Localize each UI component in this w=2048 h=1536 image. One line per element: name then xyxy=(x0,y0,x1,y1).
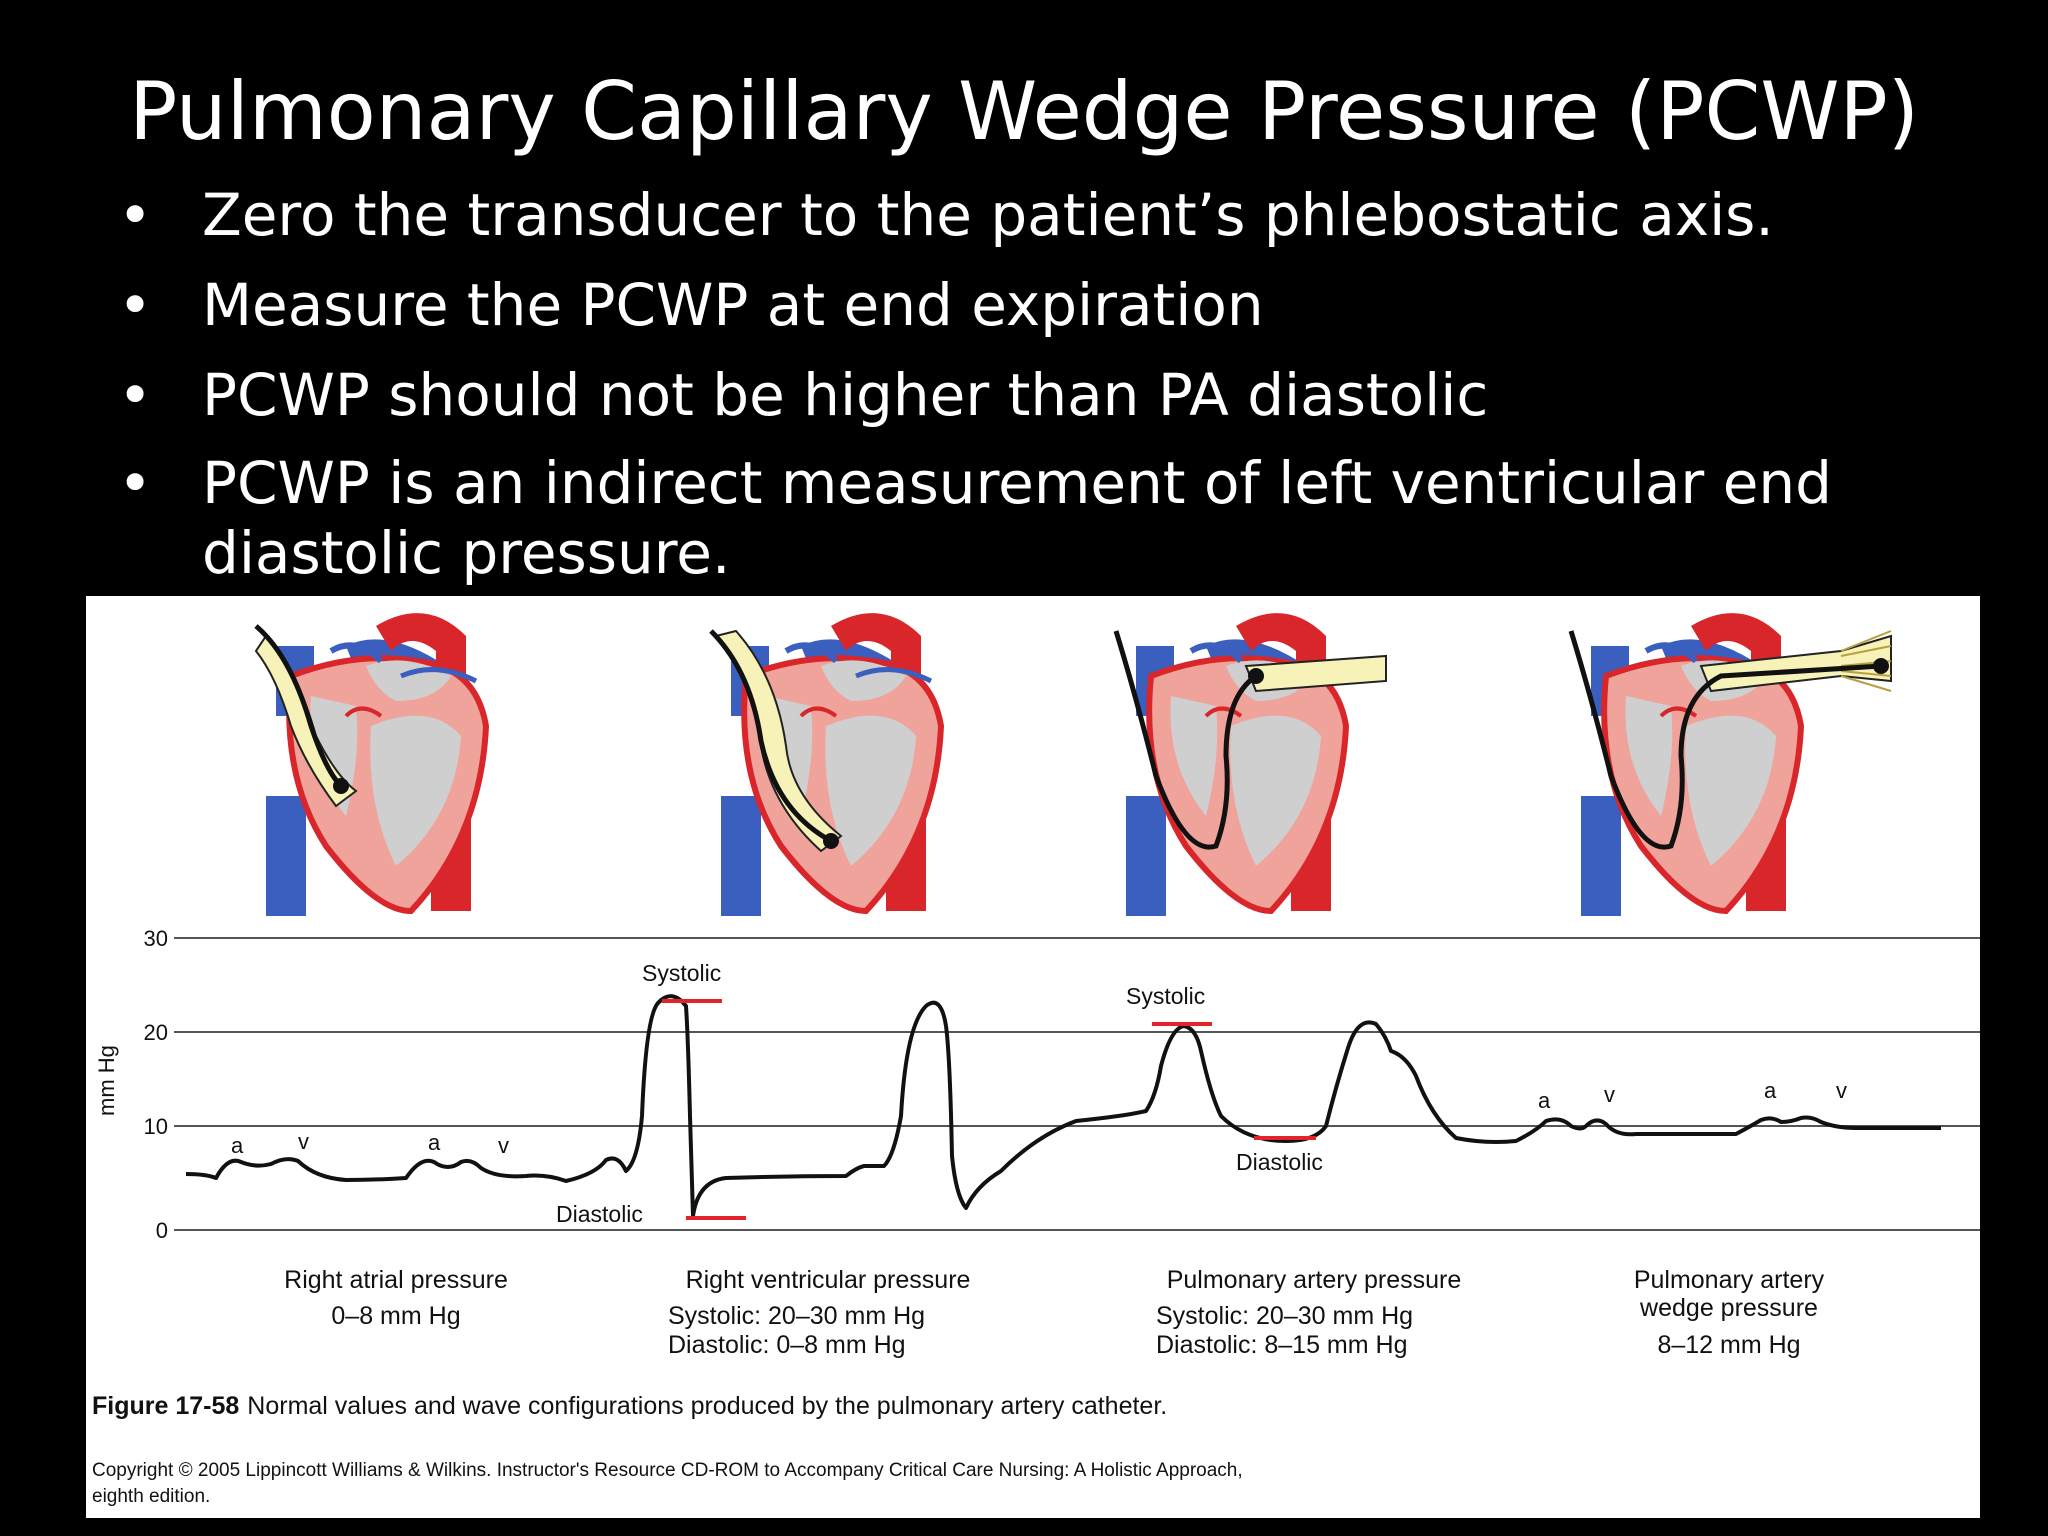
panel-range-wedge: 8–12 mm Hg xyxy=(1657,1331,1800,1359)
figure-caption-label: Figure 17-58 xyxy=(92,1392,239,1420)
y-tick-label: 30 xyxy=(144,926,168,951)
panel-title-pulmonary-artery: Pulmonary artery pressure xyxy=(1167,1266,1462,1294)
pressure-figure: 30 20 10 0 mm Hg Systolic Diastolic Syst… xyxy=(86,596,1980,1518)
y-tick-label: 0 xyxy=(156,1218,168,1243)
panel-systolic-pulmonary-artery: Systolic: 20–30 mm Hg xyxy=(1156,1302,1413,1330)
diastolic-label: Diastolic xyxy=(1236,1149,1323,1175)
waveform-labels: Systolic Diastolic Systolic Diastolic a … xyxy=(231,960,1847,1227)
diastolic-label: Diastolic xyxy=(556,1201,643,1227)
heart-diagram-right-ventricle xyxy=(709,613,941,916)
v-wave-label: v xyxy=(1604,1082,1615,1107)
v-wave-label: v xyxy=(298,1129,309,1154)
v-wave-label: v xyxy=(1836,1078,1847,1103)
figure-caption-text: Normal values and wave configurations pr… xyxy=(247,1392,1167,1420)
panel-title-wedge-line1: Pulmonary artery xyxy=(1634,1266,1825,1294)
systolic-label: Systolic xyxy=(642,960,721,986)
y-tick-label: 10 xyxy=(144,1114,168,1139)
bullet-item: • Measure the PCWP at end expiration xyxy=(118,268,1998,342)
a-wave-label: a xyxy=(231,1133,244,1158)
bullet-list: • Zero the transducer to the patient’s ph… xyxy=(118,178,1998,588)
heart-diagram-wedge xyxy=(1568,613,1892,916)
y-axis-label: mm Hg xyxy=(94,1045,119,1116)
slide-title: Pulmonary Capillary Wedge Pressure (PCWP… xyxy=(129,65,1919,158)
systolic-label: Systolic xyxy=(1126,983,1205,1009)
panel-title-wedge-line2: wedge pressure xyxy=(1639,1294,1818,1322)
y-tick-label: 20 xyxy=(144,1020,168,1045)
heart-diagram-right-atrium xyxy=(254,613,486,916)
grid-lines xyxy=(174,937,1980,1231)
bullet-text: PCWP should not be higher than PA diasto… xyxy=(202,361,1489,429)
bullet-dot-icon: • xyxy=(118,449,153,517)
a-wave-label: a xyxy=(1538,1088,1551,1113)
panel-title-right-ventricular: Right ventricular pressure xyxy=(686,1266,971,1294)
bullet-text: PCWP is an indirect measurement of left … xyxy=(202,449,1832,587)
panel-range-right-atrial: 0–8 mm Hg xyxy=(331,1302,460,1330)
pressure-figure-svg: 30 20 10 0 mm Hg Systolic Diastolic Syst… xyxy=(92,596,1980,1507)
y-axis: 30 20 10 0 mm Hg xyxy=(94,926,168,1243)
panel-captions: Right atrial pressure 0–8 mm Hg Right ve… xyxy=(284,1266,1825,1359)
a-wave-label: a xyxy=(1764,1078,1777,1103)
panel-systolic-right-ventricular: Systolic: 20–30 mm Hg xyxy=(668,1302,925,1330)
v-wave-label: v xyxy=(498,1133,509,1158)
a-wave-label: a xyxy=(428,1130,441,1155)
bullet-dot-icon: • xyxy=(118,271,153,339)
copyright-line-1: Copyright © 2005 Lippincott Williams & W… xyxy=(92,1460,1243,1481)
value-markers xyxy=(662,999,1316,1220)
figure-caption: Figure 17-58 Normal values and wave confi… xyxy=(92,1392,1167,1420)
bullet-text: Zero the transducer to the patient’s phl… xyxy=(202,181,1774,249)
panel-diastolic-right-ventricular: Diastolic: 0–8 mm Hg xyxy=(668,1331,906,1359)
panel-diastolic-pulmonary-artery: Diastolic: 8–15 mm Hg xyxy=(1156,1331,1407,1359)
pressure-waveform xyxy=(185,994,1941,1218)
bullet-dot-icon: • xyxy=(118,181,153,249)
bullet-item: • Zero the transducer to the patient’s ph… xyxy=(118,178,1998,252)
bullet-text: Measure the PCWP at end expiration xyxy=(202,271,1264,339)
bullet-item: • PCWP should not be higher than PA diast… xyxy=(118,358,1998,432)
bullet-item: • PCWP is an indirect measurement of left… xyxy=(118,448,1998,588)
bullet-dot-icon: • xyxy=(118,361,153,429)
copyright-line-2: eighth edition. xyxy=(92,1486,210,1507)
panel-title-right-atrial: Right atrial pressure xyxy=(284,1266,508,1294)
heart-diagram-pulmonary-artery xyxy=(1113,613,1387,916)
